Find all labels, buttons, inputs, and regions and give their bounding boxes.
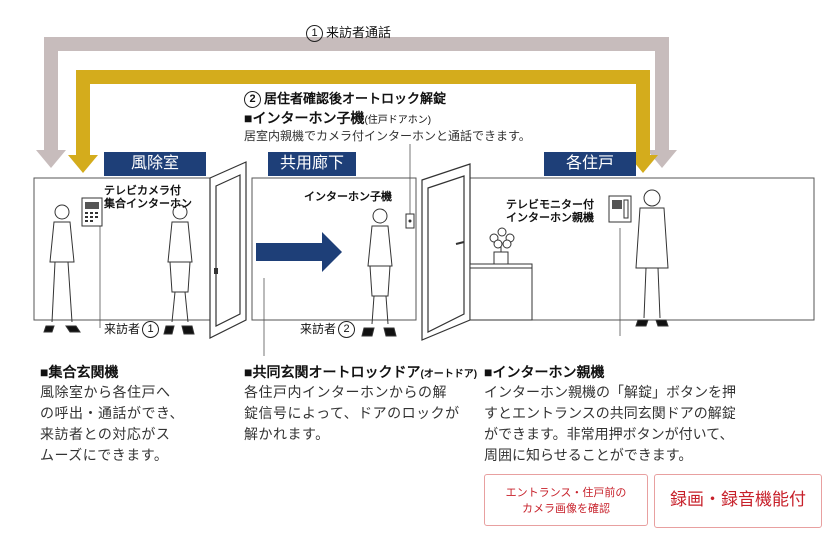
section-entrance-line: の呼出・通話ができ、: [40, 406, 185, 422]
section-autolock-line: 錠信号によって、ドアのロックが: [244, 406, 460, 422]
area-tag-corridor: 共用廊下: [268, 152, 356, 176]
panel-intercom-icon: [81, 197, 103, 227]
feature-recording: 録画・録音機能付: [654, 474, 822, 528]
handset-desc-title: ■インターホン子機(住戸ドアホン): [244, 108, 431, 128]
section-entrance-title: ■集合玄関機: [40, 364, 119, 380]
tv-camera-intercom-label: テレビカメラ付 集合インターホン: [104, 185, 192, 211]
tv-camera-intercom-line1: テレビカメラ付: [104, 185, 181, 197]
tv-monitor-master-label: テレビモニター付 インターホン親機: [506, 199, 594, 225]
handset-desc-body: 居室内親機でカメラ付インターホンと通話できます。: [244, 129, 531, 143]
door-handset-icon: [405, 213, 415, 229]
visitor-figure-1b: [163, 204, 195, 335]
route1-number: 1: [306, 25, 323, 43]
visitor2-text: 来訪者: [300, 322, 337, 336]
tv-monitor-master-line2: インターホン親機: [506, 212, 594, 224]
handset-desc-note: (住戸ドアホン): [364, 115, 432, 126]
intercom-handset-label: インターホン子機: [304, 191, 392, 203]
section-master-body: インターホン親機の「解錠」ボタンを押 すとエントランスの共同玄関ドアの解錠 がで…: [484, 383, 736, 467]
section-master-line: すとエントランスの共同玄関ドアの解錠: [484, 406, 736, 422]
area-tag-unit: 各住戸: [544, 152, 636, 176]
section-entrance-line: ムーズにできます。: [40, 448, 169, 464]
handset-desc-title-text: ■インターホン子機: [244, 110, 365, 126]
visitor2-number: 2: [338, 321, 356, 339]
auto-lock-door: [209, 161, 247, 339]
section-autolock-title-text: ■共同玄関オートロックドア: [244, 364, 421, 380]
feature-camera-line1: エントランス・住戸前の: [505, 487, 627, 499]
section-autolock-line: 解かれます。: [244, 427, 330, 443]
section-autolock-body: 各住戸内インターホンからの解 錠信号によって、ドアのロックが 解かれます。: [244, 383, 460, 446]
visitor-figure-1: [43, 204, 81, 333]
section-autolock-note: (オートドア): [420, 369, 478, 380]
feature-camera-line2: カメラ画像を確認: [522, 503, 610, 515]
section-autolock-title: ■共同玄関オートロックドア(オートドア): [244, 362, 477, 382]
resident-figure: [635, 189, 669, 327]
visitor1-number: 1: [142, 321, 160, 339]
section-master-line: 周囲に知らせることができます。: [484, 448, 693, 464]
route2-number: 2: [244, 91, 261, 109]
section-entrance-line: 風除室から各住戸へ: [40, 385, 171, 401]
route1-text: 来訪者通話: [326, 25, 392, 40]
section-master-line: インターホン親機の「解錠」ボタンを押: [484, 385, 736, 401]
visitor1-text: 来訪者: [104, 322, 141, 336]
tv-camera-intercom-line2: 集合インターホン: [104, 198, 192, 210]
route1-arrow: [36, 37, 677, 168]
table-with-flowers: [469, 227, 533, 321]
unit-door: [421, 163, 471, 341]
master-unit-icon: [608, 195, 632, 223]
section-entrance-body: 風除室から各住戸へ の呼出・通話ができ、 来訪者との対応がス ムーズにできます。: [40, 383, 184, 467]
area-tag-vestibule: 風除室: [104, 152, 206, 176]
tv-monitor-master-line1: テレビモニター付: [506, 199, 594, 211]
section-master-title: ■インターホン親機: [484, 364, 605, 380]
section-autolock-line: 各住戸内インターホンからの解: [244, 385, 447, 401]
section-entrance-line: 来訪者との対応がス: [40, 427, 171, 443]
direction-arrow: [256, 232, 342, 272]
route2-text: 居住者確認後オートロック解錠: [264, 91, 447, 106]
section-master-line: ができます。非常用押ボタンが付いて、: [484, 427, 734, 443]
leader-lines: [99, 144, 621, 356]
feature-camera-check: エントランス・住戸前の カメラ画像を確認: [484, 474, 648, 526]
visitor-figure-2: [361, 208, 397, 337]
